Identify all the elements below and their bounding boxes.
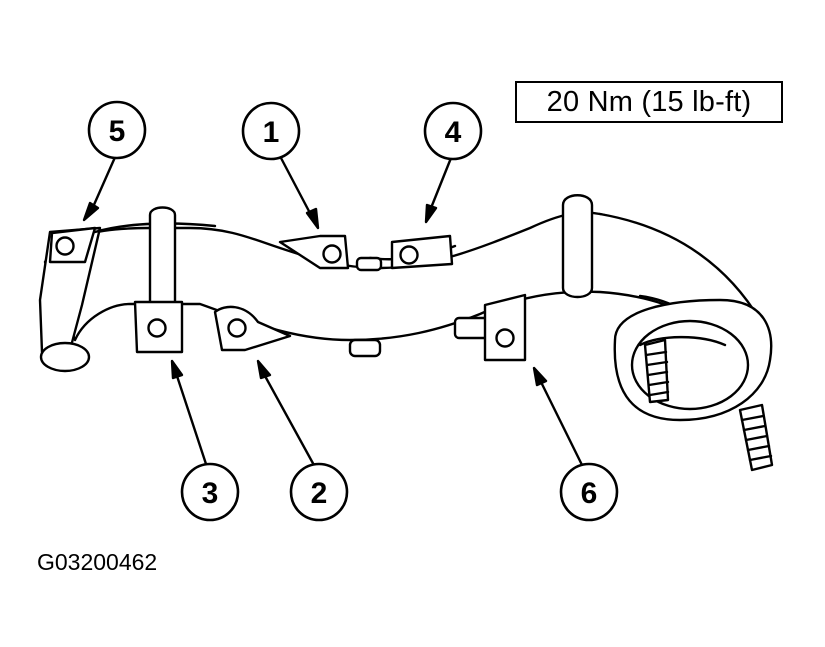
- bolt-tab-1: [278, 234, 350, 270]
- svg-text:3: 3: [202, 477, 219, 510]
- callout-circle-5: 5: [87, 100, 147, 160]
- svg-text:6: 6: [581, 477, 598, 510]
- callout-circle-3: 3: [180, 462, 240, 522]
- outlet-flange: [613, 298, 774, 472]
- pipe-lugs: [348, 256, 492, 358]
- svg-text:2: 2: [311, 477, 328, 510]
- svg-text:5: 5: [109, 115, 126, 148]
- callout-leaders: [82, 153, 585, 469]
- bolt-tab-3: [133, 300, 184, 354]
- torque-spec-text: 20 Nm (15 lb-ft): [546, 85, 752, 118]
- callout-circle-4: 4: [423, 101, 483, 161]
- bolt-tab-4: [390, 234, 454, 270]
- callout-circle-1: 1: [241, 101, 301, 161]
- bolt-tab-5: [48, 226, 97, 264]
- bolt-tab-2: [213, 305, 292, 352]
- svg-text:1: 1: [263, 116, 280, 149]
- callout-circle-6: 6: [559, 462, 619, 522]
- svg-text:4: 4: [445, 116, 462, 149]
- torque-spec-label: 20 Nm (15 lb-ft): [515, 81, 783, 123]
- figure-id-label: G03200462: [37, 549, 158, 575]
- callout-circle-2: 2: [289, 462, 349, 522]
- bolt-tab-6: [483, 293, 527, 362]
